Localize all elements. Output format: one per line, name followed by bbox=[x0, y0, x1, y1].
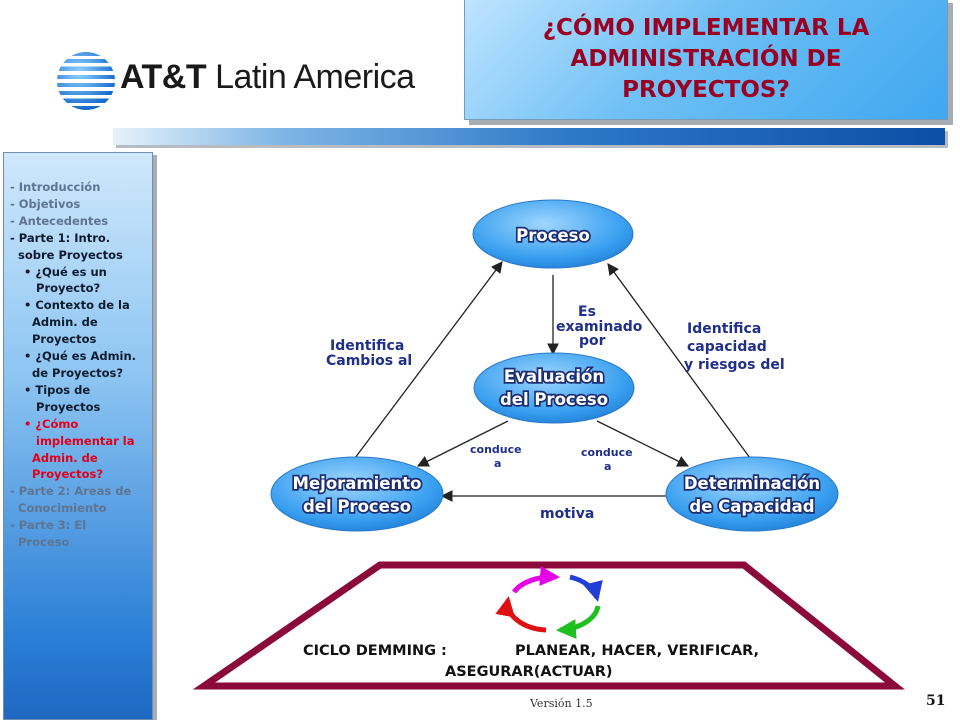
label-identifica-left-1: Identifica bbox=[330, 338, 404, 354]
nav-item[interactable]: Admin. de bbox=[24, 450, 98, 465]
ciclo-demming-steps-2: ASEGURAR(ACTUAR) bbox=[445, 664, 613, 680]
cycle-arrow-red bbox=[495, 596, 547, 633]
nav-item[interactable]: - Objetivos bbox=[10, 196, 81, 211]
globe-icon bbox=[57, 52, 115, 110]
nav-item[interactable]: Proyectos bbox=[24, 332, 97, 347]
nav-item[interactable]: Proyectos bbox=[24, 399, 101, 414]
node-evaluacion-line2: del Proceso bbox=[500, 390, 608, 409]
label-conduce-right-1: conduce bbox=[581, 446, 633, 459]
header-divider-bar bbox=[113, 128, 945, 145]
arrow-mejoramiento-proceso bbox=[354, 261, 503, 459]
nav-item[interactable]: - Introducción bbox=[10, 180, 101, 194]
nav-item[interactable]: implementar la bbox=[24, 433, 135, 448]
nav-item[interactable]: - Antecedentes bbox=[10, 213, 109, 228]
cycle-arrow-blue bbox=[569, 574, 603, 602]
sidebar-nav-list: - Introducción - Objetivos - Antecedentes -… bbox=[10, 179, 152, 551]
nav-item[interactable]: Conocimiento bbox=[10, 501, 107, 516]
node-evaluacion: Evaluación del Proceso bbox=[473, 352, 635, 424]
cycle-arrow-magenta bbox=[512, 565, 560, 594]
nav-item[interactable]: • ¿Qué es un bbox=[24, 264, 107, 279]
att-logo: AT&T Latin America bbox=[55, 50, 415, 110]
arrow-evaluacion-determinacion bbox=[596, 420, 690, 467]
label-conduce-left-2: a bbox=[494, 457, 501, 470]
node-evaluacion-line1: Evaluación bbox=[504, 367, 604, 386]
page-title: ¿CÓMO IMPLEMENTAR LA ADMINISTRACIÓN DE P… bbox=[542, 14, 870, 103]
version-label: Versión 1.5 bbox=[530, 697, 593, 710]
label-motiva: motiva bbox=[540, 506, 594, 522]
page-number: 51 bbox=[926, 693, 946, 709]
node-mejoramiento-line1: Mejoramiento bbox=[293, 474, 422, 493]
label-identifica-right-1: Identifica bbox=[687, 321, 761, 337]
label-examinado-1: Es bbox=[578, 304, 596, 320]
nav-item[interactable]: • ¿Qué es Admin. bbox=[24, 349, 137, 364]
nav-item[interactable]: - Parte 3: El bbox=[10, 518, 87, 533]
sidebar-nav: - Introducción - Objetivos - Antecedentes -… bbox=[3, 152, 153, 720]
label-conduce-left-1: conduce bbox=[470, 443, 522, 456]
nav-item[interactable]: Proyecto? bbox=[24, 281, 101, 296]
node-mejoramiento-line2: del Proceso bbox=[303, 497, 411, 516]
nav-item[interactable]: - Parte 2: Areas de bbox=[10, 484, 132, 499]
node-mejoramiento: Mejoramiento del Proceso bbox=[270, 456, 444, 532]
nav-item[interactable]: • Contexto de la bbox=[24, 298, 130, 313]
logo-region: Latin America bbox=[215, 58, 415, 96]
nav-item[interactable]: - Parte 1: Intro. bbox=[10, 230, 111, 245]
node-determinacion-line1: Determinación bbox=[684, 474, 820, 493]
label-examinado-3: por bbox=[579, 333, 606, 349]
node-determinacion: Determinación de Capacidad bbox=[665, 456, 839, 532]
node-determinacion-line2: de Capacidad bbox=[689, 497, 814, 516]
cycle-arrow-green bbox=[556, 605, 601, 640]
label-identifica-right-3: y riesgos del bbox=[684, 357, 785, 373]
nav-item[interactable]: de Proyectos? bbox=[24, 365, 124, 380]
logo-wordmark: AT&T Latin America bbox=[120, 58, 415, 97]
nav-item[interactable]: Admin. de bbox=[24, 315, 98, 330]
label-conduce-right-2: a bbox=[604, 460, 611, 473]
node-proceso: Proceso bbox=[472, 199, 634, 269]
ciclo-demming-steps: PLANEAR, HACER, VERIFICAR, bbox=[515, 643, 759, 659]
ciclo-demming-icon bbox=[495, 565, 603, 640]
arrow-evaluacion-mejoramiento bbox=[416, 420, 509, 467]
label-identifica-right-2: capacidad bbox=[687, 339, 767, 355]
title-banner: ¿CÓMO IMPLEMENTAR LA ADMINISTRACIÓN DE P… bbox=[464, 0, 948, 120]
nav-item[interactable]: • Tipos de bbox=[24, 382, 91, 397]
nav-item[interactable]: • ¿Cómo bbox=[24, 416, 79, 431]
label-identifica-left-2: Cambios al bbox=[326, 353, 412, 369]
nav-item[interactable]: Proceso bbox=[10, 535, 70, 550]
label-examinado-2: examinado bbox=[556, 319, 643, 335]
logo-brand: AT&T bbox=[120, 58, 207, 96]
arrow-determinacion-proceso bbox=[607, 263, 751, 459]
ciclo-demming-frame bbox=[192, 561, 905, 690]
node-proceso-label: Proceso bbox=[516, 226, 590, 245]
ciclo-demming-label: CICLO DEMMING : bbox=[303, 643, 447, 659]
nav-item[interactable]: Proyectos? bbox=[24, 467, 104, 482]
nav-item[interactable]: sobre Proyectos bbox=[10, 247, 123, 262]
